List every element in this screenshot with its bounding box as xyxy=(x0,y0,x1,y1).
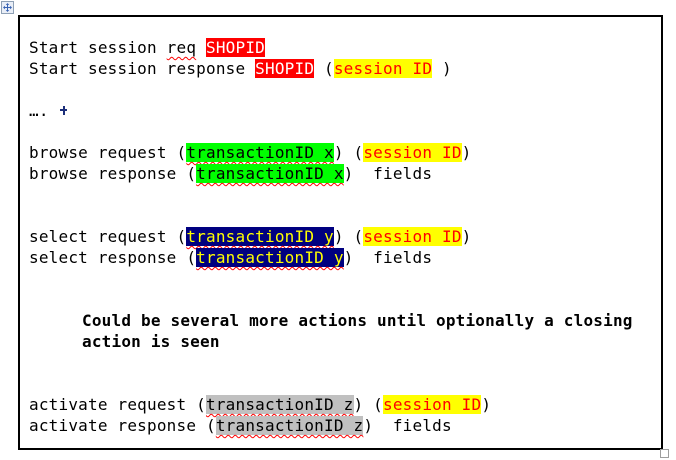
text-run: ) fields xyxy=(343,164,433,183)
text-run: ) ( xyxy=(333,143,364,162)
text-run: ) xyxy=(432,59,452,78)
table-resize-handle[interactable] xyxy=(660,449,669,458)
paragraph-mark-icon xyxy=(59,105,67,116)
text-run: Start session xyxy=(29,38,167,57)
highlighted-token: transactionID x xyxy=(196,164,344,183)
text-line: activate response (transactionID z) fiel… xyxy=(29,415,657,436)
blank-line xyxy=(29,205,657,226)
blank-line xyxy=(29,352,657,373)
text-line: action is seen xyxy=(29,331,657,352)
text-run: browse response ( xyxy=(29,164,197,183)
text-run: ) fields xyxy=(343,248,433,267)
highlighted-token: SHOPID xyxy=(255,59,315,78)
blank-line xyxy=(29,289,657,310)
text-line: Could be several more actions until opti… xyxy=(29,310,657,331)
highlighted-token: transactionID z xyxy=(206,395,354,414)
blank-line xyxy=(29,373,657,394)
text-run: ( xyxy=(314,59,334,78)
text-run: activate response ( xyxy=(29,416,216,435)
highlighted-token: session ID xyxy=(363,227,462,246)
text-run: action is seen xyxy=(82,332,220,351)
text-run: req xyxy=(166,38,197,57)
text-line: Start session req SHOPID xyxy=(29,37,657,58)
text-run: browse request ( xyxy=(29,143,187,162)
text-line: select request (transactionID y) (sessio… xyxy=(29,226,657,247)
blank-line xyxy=(29,121,657,142)
text-run xyxy=(49,101,59,120)
text-run: …. xyxy=(29,101,49,120)
move-cross-arrows-icon xyxy=(3,3,12,12)
text-line: Start session response SHOPID (session I… xyxy=(29,58,657,79)
text-run: ) fields xyxy=(363,416,452,435)
highlighted-token: transactionID y xyxy=(186,227,334,246)
text-line: browse response (transactionID x) fields xyxy=(29,163,657,184)
text-run: select request ( xyxy=(29,227,187,246)
text-run: ) xyxy=(481,395,492,414)
table-move-handle[interactable] xyxy=(1,1,14,14)
text-run: ) ( xyxy=(353,395,383,414)
text-line: activate request (transactionID z) (sess… xyxy=(29,394,657,415)
highlighted-token: SHOPID xyxy=(206,38,266,57)
highlighted-token: session ID xyxy=(333,59,433,78)
text-run: ) ( xyxy=(333,227,364,246)
text-run: ) xyxy=(461,227,472,246)
text-line: select response (transactionID y) fields xyxy=(29,247,657,268)
blank-line xyxy=(29,268,657,289)
highlighted-token: transactionID x xyxy=(186,143,334,162)
text-line: …. xyxy=(29,100,657,121)
highlighted-token: session ID xyxy=(363,143,462,162)
highlighted-token: transactionID z xyxy=(215,416,364,435)
text-run xyxy=(196,38,206,57)
text-run: activate request ( xyxy=(29,395,206,414)
text-run: Start session response xyxy=(29,59,256,78)
text-run: ) xyxy=(461,143,472,162)
text-run: Could be several more actions until opti… xyxy=(82,311,633,330)
text-run: select response ( xyxy=(29,248,197,267)
blank-line xyxy=(29,184,657,205)
blank-line xyxy=(29,79,657,100)
highlighted-token: session ID xyxy=(383,395,482,414)
text-line: browse request (transactionID x) (sessio… xyxy=(29,142,657,163)
highlighted-token: transactionID y xyxy=(196,248,344,267)
